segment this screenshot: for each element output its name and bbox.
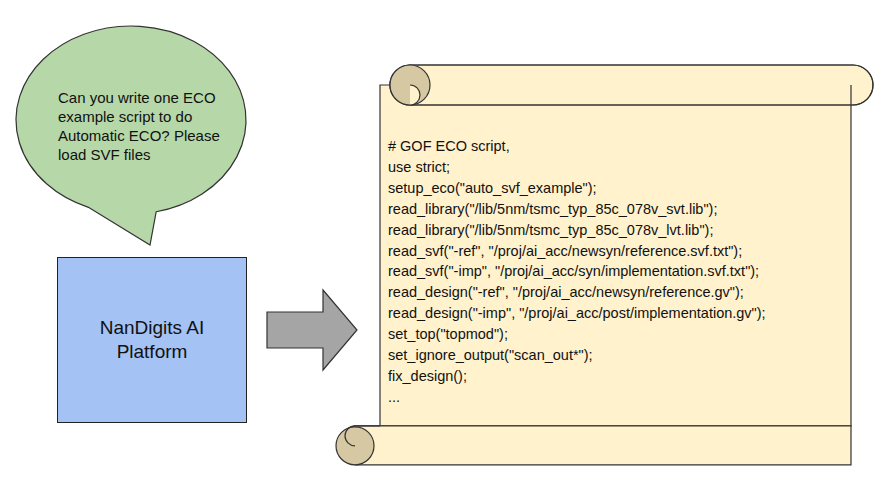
- speech-bubble: Can you write one ECO example script to …: [15, 25, 247, 215]
- code-line: read_design("-ref", "/proj/ai_acc/newsyn…: [388, 282, 766, 303]
- code-line: set_ignore_output("scan_out*");: [388, 345, 766, 366]
- code-line: set_top("topmod");: [388, 324, 766, 345]
- code-line: ...: [388, 387, 766, 408]
- block-arrow: [267, 290, 357, 370]
- script-scroll: # GOF ECO script,use strict;setup_eco("a…: [333, 60, 873, 468]
- code-line: fix_design();: [388, 366, 766, 387]
- code-line: read_svf("-ref", "/proj/ai_acc/newsyn/re…: [388, 241, 766, 262]
- code-line: read_library("/lib/5nm/tsmc_typ_85c_078v…: [388, 220, 766, 241]
- process-box-outline: [57, 257, 247, 423]
- code-line: # GOF ECO script,: [388, 136, 766, 157]
- code-line: read_svf("-imp", "/proj/ai_acc/syn/imple…: [388, 261, 766, 282]
- scroll-top-curl: [390, 65, 430, 105]
- bubble-shape: [16, 26, 246, 245]
- code-line: setup_eco("auto_svf_example");: [388, 178, 766, 199]
- node-label: NanDigits AI Platform: [77, 316, 227, 364]
- code-line: read_design("-imp", "/proj/ai_acc/post/i…: [388, 303, 766, 324]
- scroll-top-curl-inner: [410, 85, 420, 105]
- node-label: Can you write one ECO example script to …: [58, 88, 230, 164]
- box-shape: [58, 258, 247, 423]
- scroll-bottom-curl-inner: [345, 426, 380, 446]
- scroll-bottom-roll: [339, 426, 851, 465]
- process-box: NanDigits AI Platform: [57, 257, 247, 423]
- scroll-body: [380, 85, 851, 426]
- code-line: use strict;: [388, 157, 766, 178]
- scroll-top-roll: [390, 65, 873, 105]
- scroll-top-line: [390, 65, 873, 105]
- code-line: read_library("/lib/5nm/tsmc_typ_85c_078v…: [388, 199, 766, 220]
